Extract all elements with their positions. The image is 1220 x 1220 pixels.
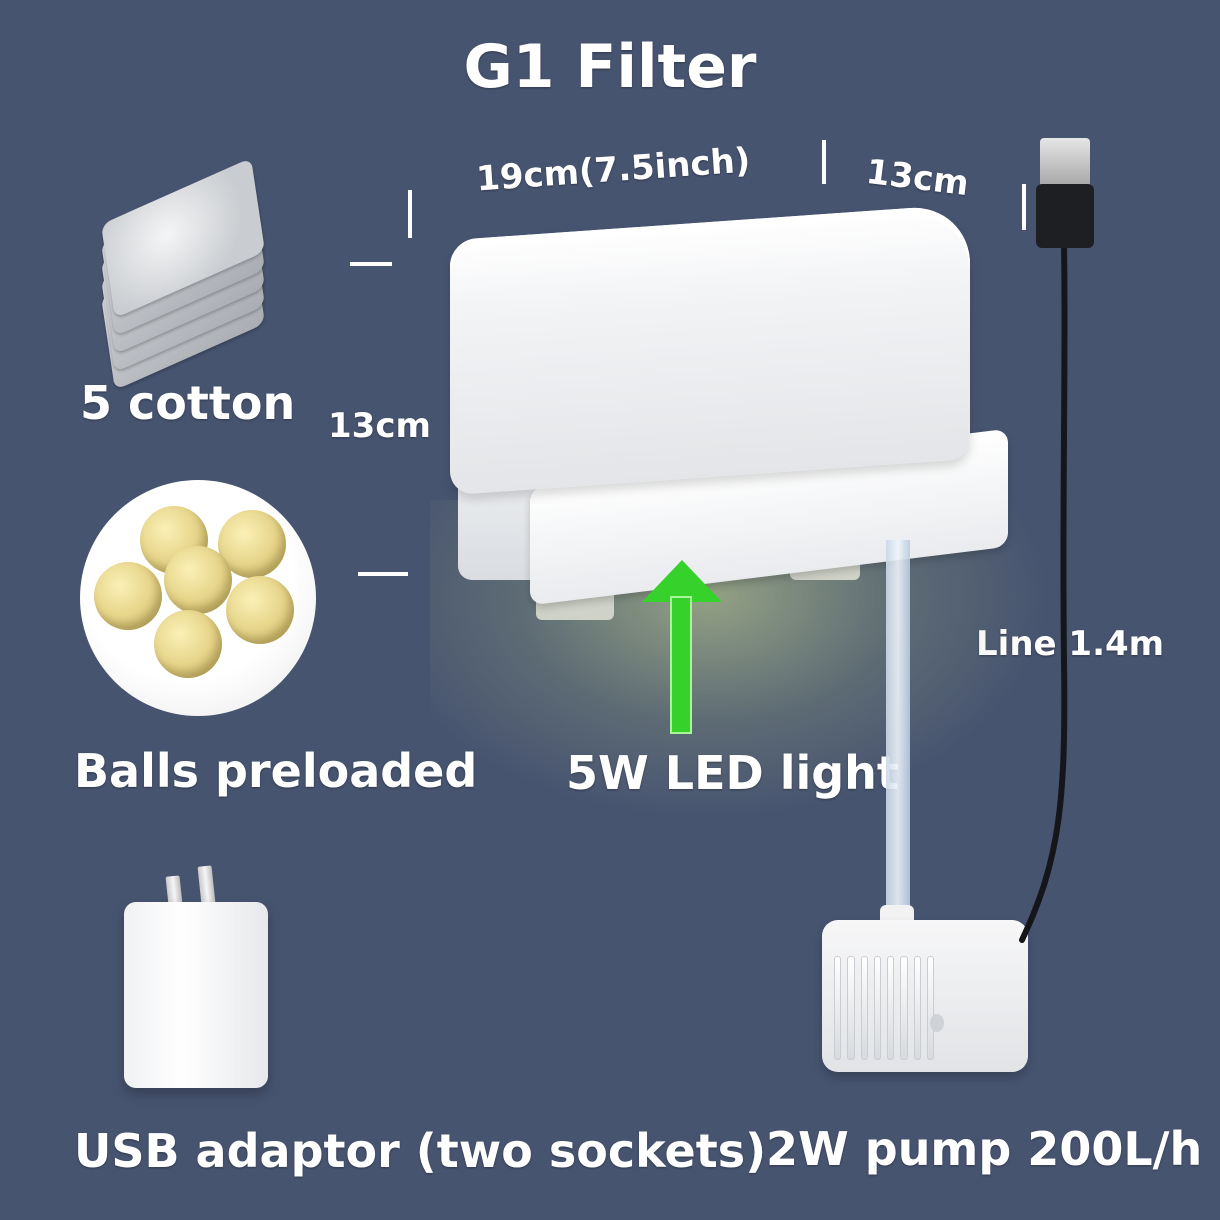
dimension-tick <box>358 572 408 576</box>
width-dimension-label: 13cm <box>863 151 971 205</box>
pump-label: 2W pump 200L/h <box>766 1122 1203 1176</box>
cotton-label: 5 cotton <box>80 376 296 430</box>
balls-label: Balls preloaded <box>74 744 478 798</box>
cotton-pads-image <box>88 150 288 391</box>
dimension-tick <box>408 190 412 238</box>
bio-balls-image <box>80 480 316 716</box>
dimension-tick <box>1022 184 1026 230</box>
adaptor-label: USB adaptor (two sockets) <box>74 1124 767 1178</box>
pump-image <box>822 920 1028 1072</box>
usb-connector-icon <box>1036 184 1094 248</box>
usb-cable-icon <box>1019 241 1068 943</box>
led-light-label: 5W LED light <box>566 746 899 800</box>
height-dimension-label: 13cm <box>328 406 431 446</box>
dimension-tick <box>822 140 826 184</box>
length-dimension-label: 19cm(7.5inch) <box>474 140 752 200</box>
page-title: G1 Filter <box>463 32 757 102</box>
dimension-tick <box>350 262 392 266</box>
water-tube <box>886 540 910 912</box>
